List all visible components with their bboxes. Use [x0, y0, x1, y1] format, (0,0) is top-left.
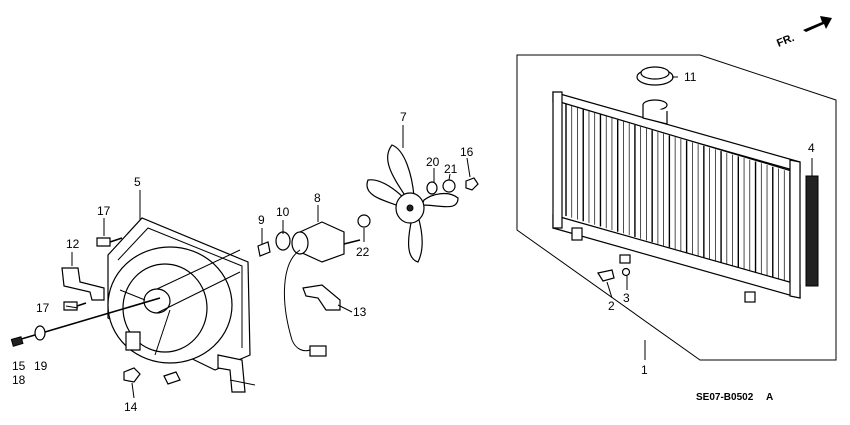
long-bolt-head: [10, 336, 24, 347]
callout-19: 19: [34, 359, 48, 373]
drain-plug: [597, 269, 615, 282]
radiator: [552, 91, 801, 303]
callout-22: 22: [356, 245, 370, 259]
radiator-cap: [636, 66, 674, 86]
callout-labels: 1 2 3 4 5 7 8 9 10 11 12 13 14 15 16 17 …: [12, 70, 815, 414]
callout-10: 10: [276, 205, 290, 219]
callout-14: 14: [124, 400, 138, 414]
callout-8: 8: [314, 191, 321, 205]
drawing-code-suffix: A: [766, 392, 773, 403]
callout-21: 21: [444, 162, 458, 176]
harness-clamp: [302, 284, 341, 311]
callout-5: 5: [134, 175, 141, 189]
callout-17-upper: 17: [97, 204, 111, 218]
fan-spacer: [426, 181, 438, 195]
callout-12: 12: [66, 237, 80, 251]
direction-label: FR.: [775, 32, 796, 50]
spacer-collar: [257, 241, 271, 257]
callout-18: 18: [12, 373, 26, 387]
callout-1: 1: [641, 363, 648, 377]
leader-lines: [65, 76, 813, 399]
callout-15: 15: [12, 359, 26, 373]
drawing-code: SE07-B0502 A: [696, 392, 773, 403]
motor-washer: [357, 214, 371, 228]
callout-13: 13: [353, 305, 367, 319]
callout-20: 20: [426, 155, 440, 169]
forward-arrow-icon: [803, 16, 832, 32]
forward-direction-indicator: FR.: [775, 16, 832, 50]
radiator-assembly-outline: [516, 54, 837, 361]
callout-11: 11: [684, 70, 697, 84]
shroud-nut: [123, 367, 141, 383]
callout-16: 16: [460, 145, 474, 159]
fan-nut: [465, 177, 479, 191]
callout-2: 2: [608, 299, 615, 313]
fan-shroud: [107, 217, 256, 393]
cooling-fan: [366, 144, 459, 263]
callout-9: 9: [258, 213, 265, 227]
flange-bolt-lower: [63, 301, 87, 311]
fan-washer: [442, 179, 456, 193]
fan-motor: [284, 221, 361, 357]
callout-4: 4: [808, 141, 815, 155]
mount-collar: [275, 231, 291, 251]
drain-plug-washer: [621, 267, 631, 277]
callout-3: 3: [623, 291, 630, 305]
shroud-nut-bolt: [163, 371, 181, 385]
bolt-washer: [34, 325, 46, 341]
callout-17-lower: 17: [36, 301, 50, 315]
callout-7: 7: [400, 110, 407, 124]
shroud-bracket: [61, 267, 105, 301]
drawing-code-number: SE07-B0502: [696, 392, 754, 403]
radiator-seal-strip: [805, 175, 819, 287]
flange-bolt-upper: [96, 237, 123, 247]
